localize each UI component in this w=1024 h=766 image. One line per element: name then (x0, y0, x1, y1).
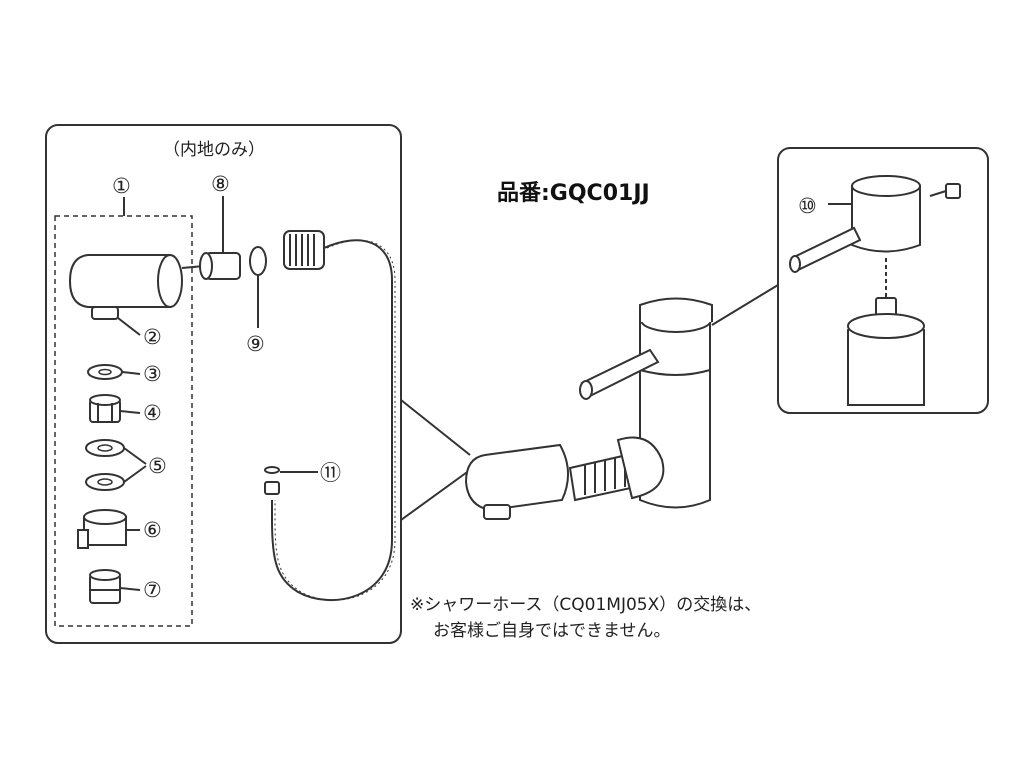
spout-detail-panel (45, 124, 471, 644)
handle-detail-panel (711, 147, 989, 414)
o-ring-part-9 (249, 246, 267, 276)
hose-connector-part-11 (264, 466, 280, 495)
callout-4: ④ (143, 401, 162, 425)
aerator-part-7 (89, 569, 121, 604)
adapter-part-6 (77, 509, 127, 549)
spout-head-part (68, 254, 183, 320)
faucet-body (464, 297, 713, 520)
callout-10: ⑩ (798, 194, 817, 218)
callout-3: ③ (143, 362, 162, 386)
hose-note-line1: ※シャワーホース（CQ01MJ05X）の交換は、 (410, 595, 761, 615)
part1-group-outline (54, 215, 193, 627)
callout-7: ⑦ (143, 578, 162, 602)
callout-2: ② (143, 325, 162, 349)
callout-9: ⑨ (246, 332, 265, 356)
callout-5: ⑤ (148, 454, 167, 478)
washer-part-3 (87, 364, 123, 380)
inner-parts-caption: （内地のみ） (163, 140, 265, 160)
callout-8: ⑧ (211, 172, 230, 196)
hose-nut (283, 230, 325, 270)
callout-11: ⑪ (320, 461, 341, 485)
handle-part-10 (789, 175, 961, 273)
callout-6: ⑥ (143, 518, 162, 542)
shower-hose (271, 239, 396, 602)
cartridge-stem (847, 297, 925, 406)
part-number-label: 品番:GQC01JJ (497, 181, 650, 206)
nut-part-4 (89, 394, 121, 423)
callout-1: ① (112, 174, 131, 198)
hose-note-line2: お客様ご自身ではできません。 (433, 621, 671, 641)
fitting-part-8 (199, 252, 241, 280)
washer-pair-part-5 (85, 439, 125, 491)
